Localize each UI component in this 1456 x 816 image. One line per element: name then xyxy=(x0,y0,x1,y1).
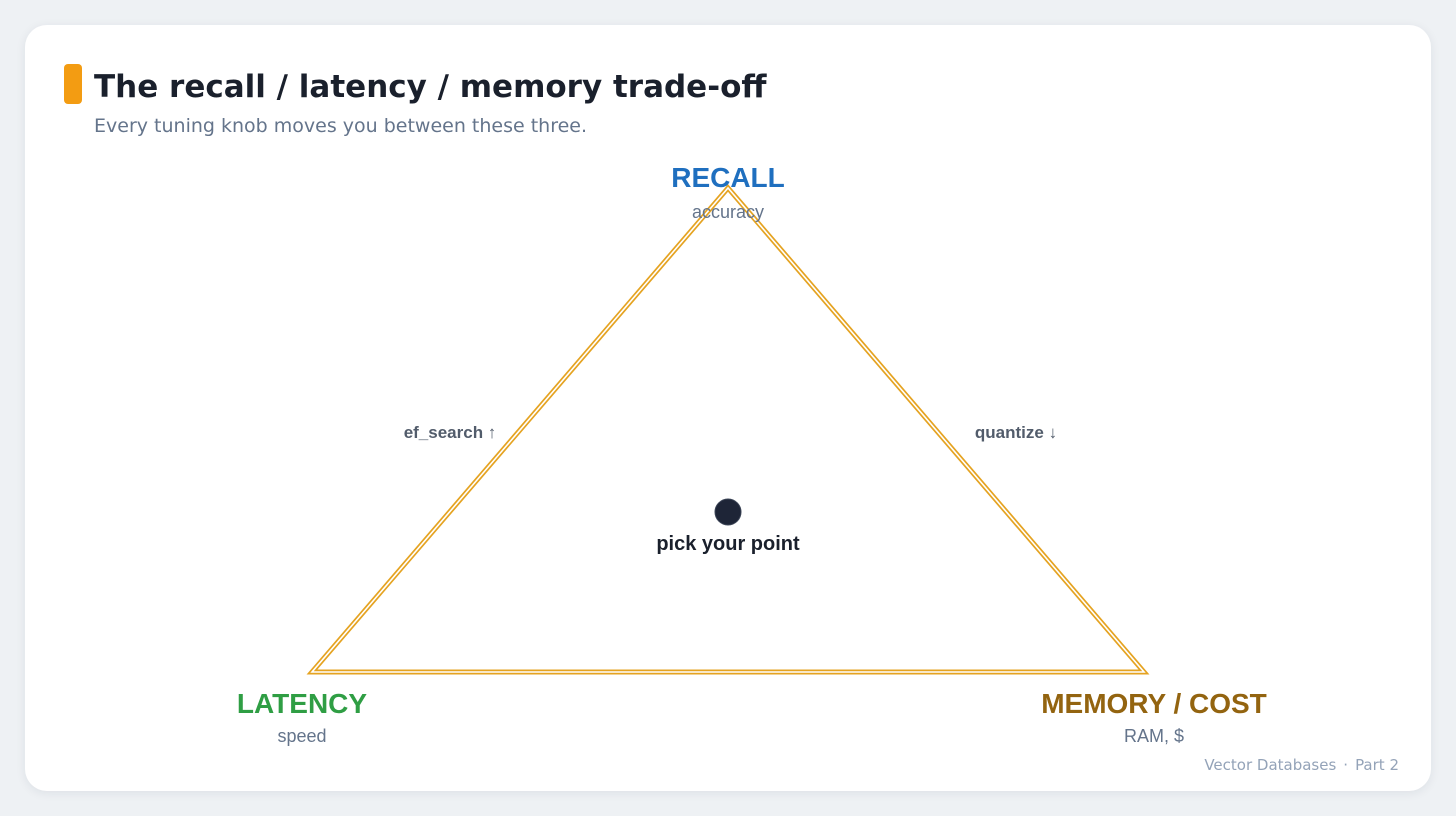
title-accent-bar xyxy=(64,64,82,104)
slide-title: The recall / latency / memory trade-off xyxy=(94,69,767,105)
vertex-label-latency: LATENCY xyxy=(237,688,367,719)
footer-part: Part 2 xyxy=(1355,756,1399,774)
slide-card: The recall / latency / memory trade-off … xyxy=(25,25,1431,791)
center-point-label: pick your point xyxy=(656,533,800,555)
triangle-outline xyxy=(306,184,1150,675)
slide-subtitle: Every tuning knob moves you between thes… xyxy=(94,115,588,137)
tradeoff-triangle-diagram: RECALL accuracy LATENCY speed MEMORY / C… xyxy=(237,162,1267,746)
edge-label-left: ef_search ↑ xyxy=(404,423,497,442)
center-point-dot xyxy=(714,498,742,526)
footer-separator: · xyxy=(1343,756,1349,774)
vertex-sublabel-latency: speed xyxy=(277,726,326,746)
vertex-sublabel-memory: RAM, $ xyxy=(1124,726,1184,746)
edge-label-right: quantize ↓ xyxy=(975,423,1057,442)
vertex-sublabel-recall: accuracy xyxy=(692,202,764,222)
vertex-label-recall: RECALL xyxy=(671,162,785,193)
footer-deck-name: Vector Databases xyxy=(1204,756,1337,774)
slide-footer: Vector Databases · Part 2 xyxy=(1204,756,1399,774)
vertex-label-memory: MEMORY / COST xyxy=(1041,688,1267,719)
